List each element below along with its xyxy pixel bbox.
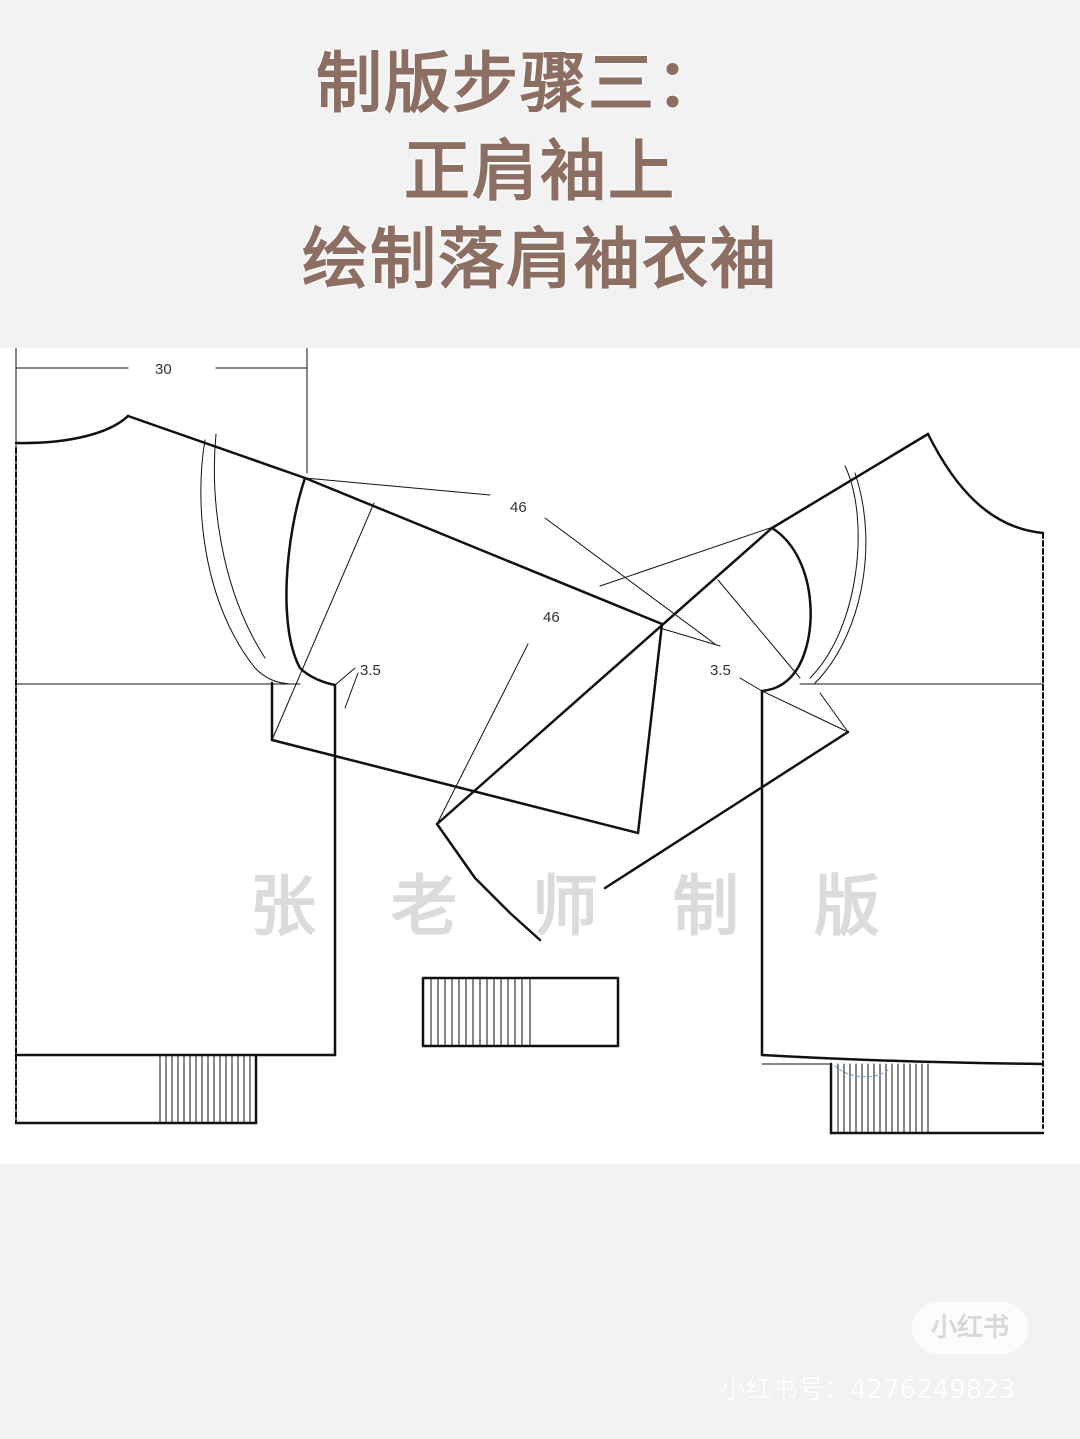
label-offset-right: 3.5: [710, 662, 731, 679]
title-line-1: 制版步骤三：: [316, 45, 724, 122]
pattern-drawing: 30 46 46 3.5 3.5: [14, 348, 1045, 1135]
pattern-diagram: 30 46 46 3.5 3.5: [0, 348, 1080, 1164]
label-length-46-upper: 46: [510, 499, 527, 516]
title-block: 制版步骤三： 正肩袖上 绘制落肩袖衣袖: [0, 40, 1080, 304]
right-sleeve: [435, 526, 850, 942]
right-rib-hatching: [837, 1063, 929, 1134]
label-width-30: 30: [155, 361, 172, 378]
left-sleeve: [270, 476, 716, 835]
title-line-2: 正肩袖上: [404, 133, 676, 210]
label-length-46-lower: 46: [543, 609, 560, 626]
cuff-piece: [421, 976, 620, 1048]
xiaohongshu-logo: 小红书: [912, 1302, 1028, 1354]
label-offset-left: 3.5: [360, 662, 381, 679]
left-rib-hatching: [159, 1054, 251, 1124]
left-body-piece: [14, 348, 359, 1125]
right-body-piece: [739, 432, 1045, 1135]
title-line-3: 绘制落肩袖衣袖: [302, 221, 778, 298]
account-id: 小红书号：4276249823: [720, 1375, 1016, 1405]
watermark-text: 张 老 师 制 版: [250, 868, 906, 945]
